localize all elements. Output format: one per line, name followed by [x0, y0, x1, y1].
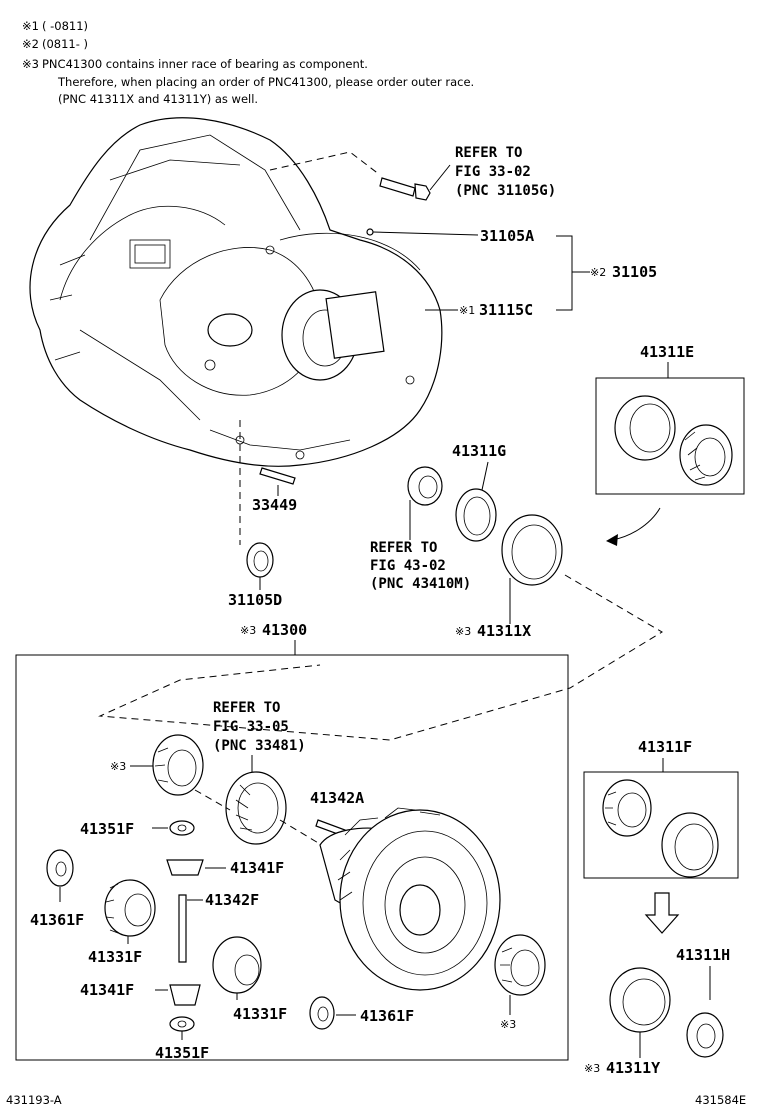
part-41311E: 41311E	[640, 343, 694, 361]
outer-race-41311X-illustration	[501, 514, 563, 586]
ref-3305-line-3: (PNC 33481)	[213, 738, 306, 754]
pin-33449-illustration	[259, 467, 296, 485]
note-3-mark: ※3	[22, 57, 39, 71]
box-41311F	[583, 771, 739, 879]
bolt-illustration	[379, 177, 431, 201]
part-41331F-b: 41331F	[233, 1005, 287, 1023]
differential-case-illustration	[319, 807, 501, 991]
part-41351F-a: 41351F	[80, 820, 134, 838]
note-2-text: (0811- )	[42, 37, 88, 51]
note-1-text: ( -0811)	[42, 19, 88, 33]
side-gear-41331F-a-illustration	[104, 879, 156, 937]
ref-3305-line-1: REFER TO	[213, 700, 280, 716]
ref-fig-43-02: REFER TO FIG 43-02 (PNC 43410M)	[370, 540, 471, 592]
oil-seal-illustration	[407, 466, 443, 506]
part-41311X-mark: ※3	[455, 625, 471, 638]
part-41331F-a: 41331F	[88, 948, 142, 966]
part-41342A: 41342A	[310, 789, 364, 807]
guide-bolt	[269, 151, 381, 176]
part-41341F-b: 41341F	[80, 981, 134, 999]
shim-41311G-illustration	[455, 488, 497, 542]
guide-41311X	[98, 574, 663, 741]
note-2-mark: ※2	[22, 37, 39, 51]
washer-41361F-a-illustration	[46, 849, 74, 887]
part-33449: 33449	[252, 496, 297, 514]
bearing-left-illustration	[152, 734, 204, 796]
leader-41311G	[481, 461, 489, 491]
part-31105: 31105	[612, 263, 657, 281]
part-31115C-mark: ※1	[459, 304, 475, 317]
seal-31105D-illustration	[246, 542, 274, 578]
note-3-line-3: (PNC 41311X and 41311Y) as well.	[58, 92, 258, 106]
box-41300-differential	[15, 654, 569, 1061]
part-41361F-b: 41361F	[360, 1007, 414, 1025]
part-31105A: 31105A	[480, 227, 534, 245]
part-41311F: 41311F	[638, 738, 692, 756]
side-gear-41331F-b-illustration	[212, 936, 262, 994]
arrow-head-41311E	[606, 534, 618, 546]
bearing-41311E-illustration	[614, 395, 733, 486]
ref-4302-line-3: (PNC 43410M)	[370, 576, 471, 592]
bracket-31105	[556, 235, 590, 311]
arrow-41311E	[611, 507, 661, 541]
washer-41351F-a-icon	[169, 820, 195, 836]
part-41311Y: 41311Y	[606, 1059, 660, 1077]
part-41300: 41300	[262, 621, 307, 639]
part-31115C: 31115C	[479, 301, 533, 319]
part-41361F-a: 41361F	[30, 911, 84, 929]
outer-race-41311Y-illustration	[609, 967, 671, 1033]
part-41311G: 41311G	[452, 442, 506, 460]
washer-41351F-b-hole-icon	[177, 1020, 187, 1028]
washer-41351F-b-icon	[169, 1016, 195, 1032]
part-31105-mark: ※2	[590, 266, 606, 279]
part-41300-mark: ※3	[240, 624, 256, 637]
shaft-41342F-illustration	[178, 894, 187, 963]
ref-3305-line-2: FIG 33-05	[213, 719, 289, 735]
note-3-line-1: PNC41300 contains inner race of bearing …	[42, 57, 368, 71]
mark-3-right: ※3	[500, 1018, 516, 1031]
ref-bolt-line-3: (PNC 31105G)	[455, 183, 556, 199]
box-41311E	[595, 377, 745, 495]
pinion-41341F-b-illustration	[169, 984, 201, 1006]
part-41342F: 41342F	[205, 891, 259, 909]
part-31105D: 31105D	[228, 591, 282, 609]
ref-fig-33-02-bolt: REFER TO FIG 33-02 (PNC 31105G)	[455, 145, 556, 199]
footer-left-id: 431193-A	[6, 1093, 62, 1107]
bearing-41311F-illustration	[602, 779, 719, 878]
plug-31105A-icon	[366, 228, 374, 236]
drive-gear-illustration	[225, 771, 287, 845]
note-1-mark: ※1	[22, 19, 39, 33]
part-41311Y-mark: ※3	[584, 1062, 600, 1075]
leader-bolt	[429, 164, 451, 191]
down-arrow-icon	[644, 892, 680, 934]
footer-right-id: 431584E	[695, 1093, 746, 1107]
washer-41361F-b-illustration	[309, 996, 335, 1030]
leader-31105A	[372, 231, 479, 236]
ref-4302-line-1: REFER TO	[370, 540, 437, 556]
header-notes: ※1 ( -0811) ※2 (0811- ) ※3 PNC41300 cont…	[22, 19, 474, 106]
washer-41351F-a-hole-icon	[177, 824, 187, 832]
shim-41311H-illustration	[686, 1012, 724, 1058]
note-3-line-2: Therefore, when placing an order of PNC4…	[57, 75, 474, 89]
transaxle-case-illustration	[29, 117, 443, 467]
ref-fig-33-05: REFER TO FIG 33-05 (PNC 33481)	[213, 700, 306, 754]
ref-4302-line-2: FIG 43-02	[370, 558, 446, 574]
bearing-right-illustration	[494, 934, 546, 996]
part-41341F-a: 41341F	[230, 859, 284, 877]
pinion-41341F-a-illustration	[166, 859, 204, 876]
ref-bolt-line-2: FIG 33-02	[455, 164, 531, 180]
mark-3-left: ※3	[110, 760, 126, 773]
ref-bolt-line-1: REFER TO	[455, 145, 522, 161]
part-41311H: 41311H	[676, 946, 730, 964]
part-41311X: 41311X	[477, 622, 531, 640]
part-41351F-b: 41351F	[155, 1044, 209, 1062]
